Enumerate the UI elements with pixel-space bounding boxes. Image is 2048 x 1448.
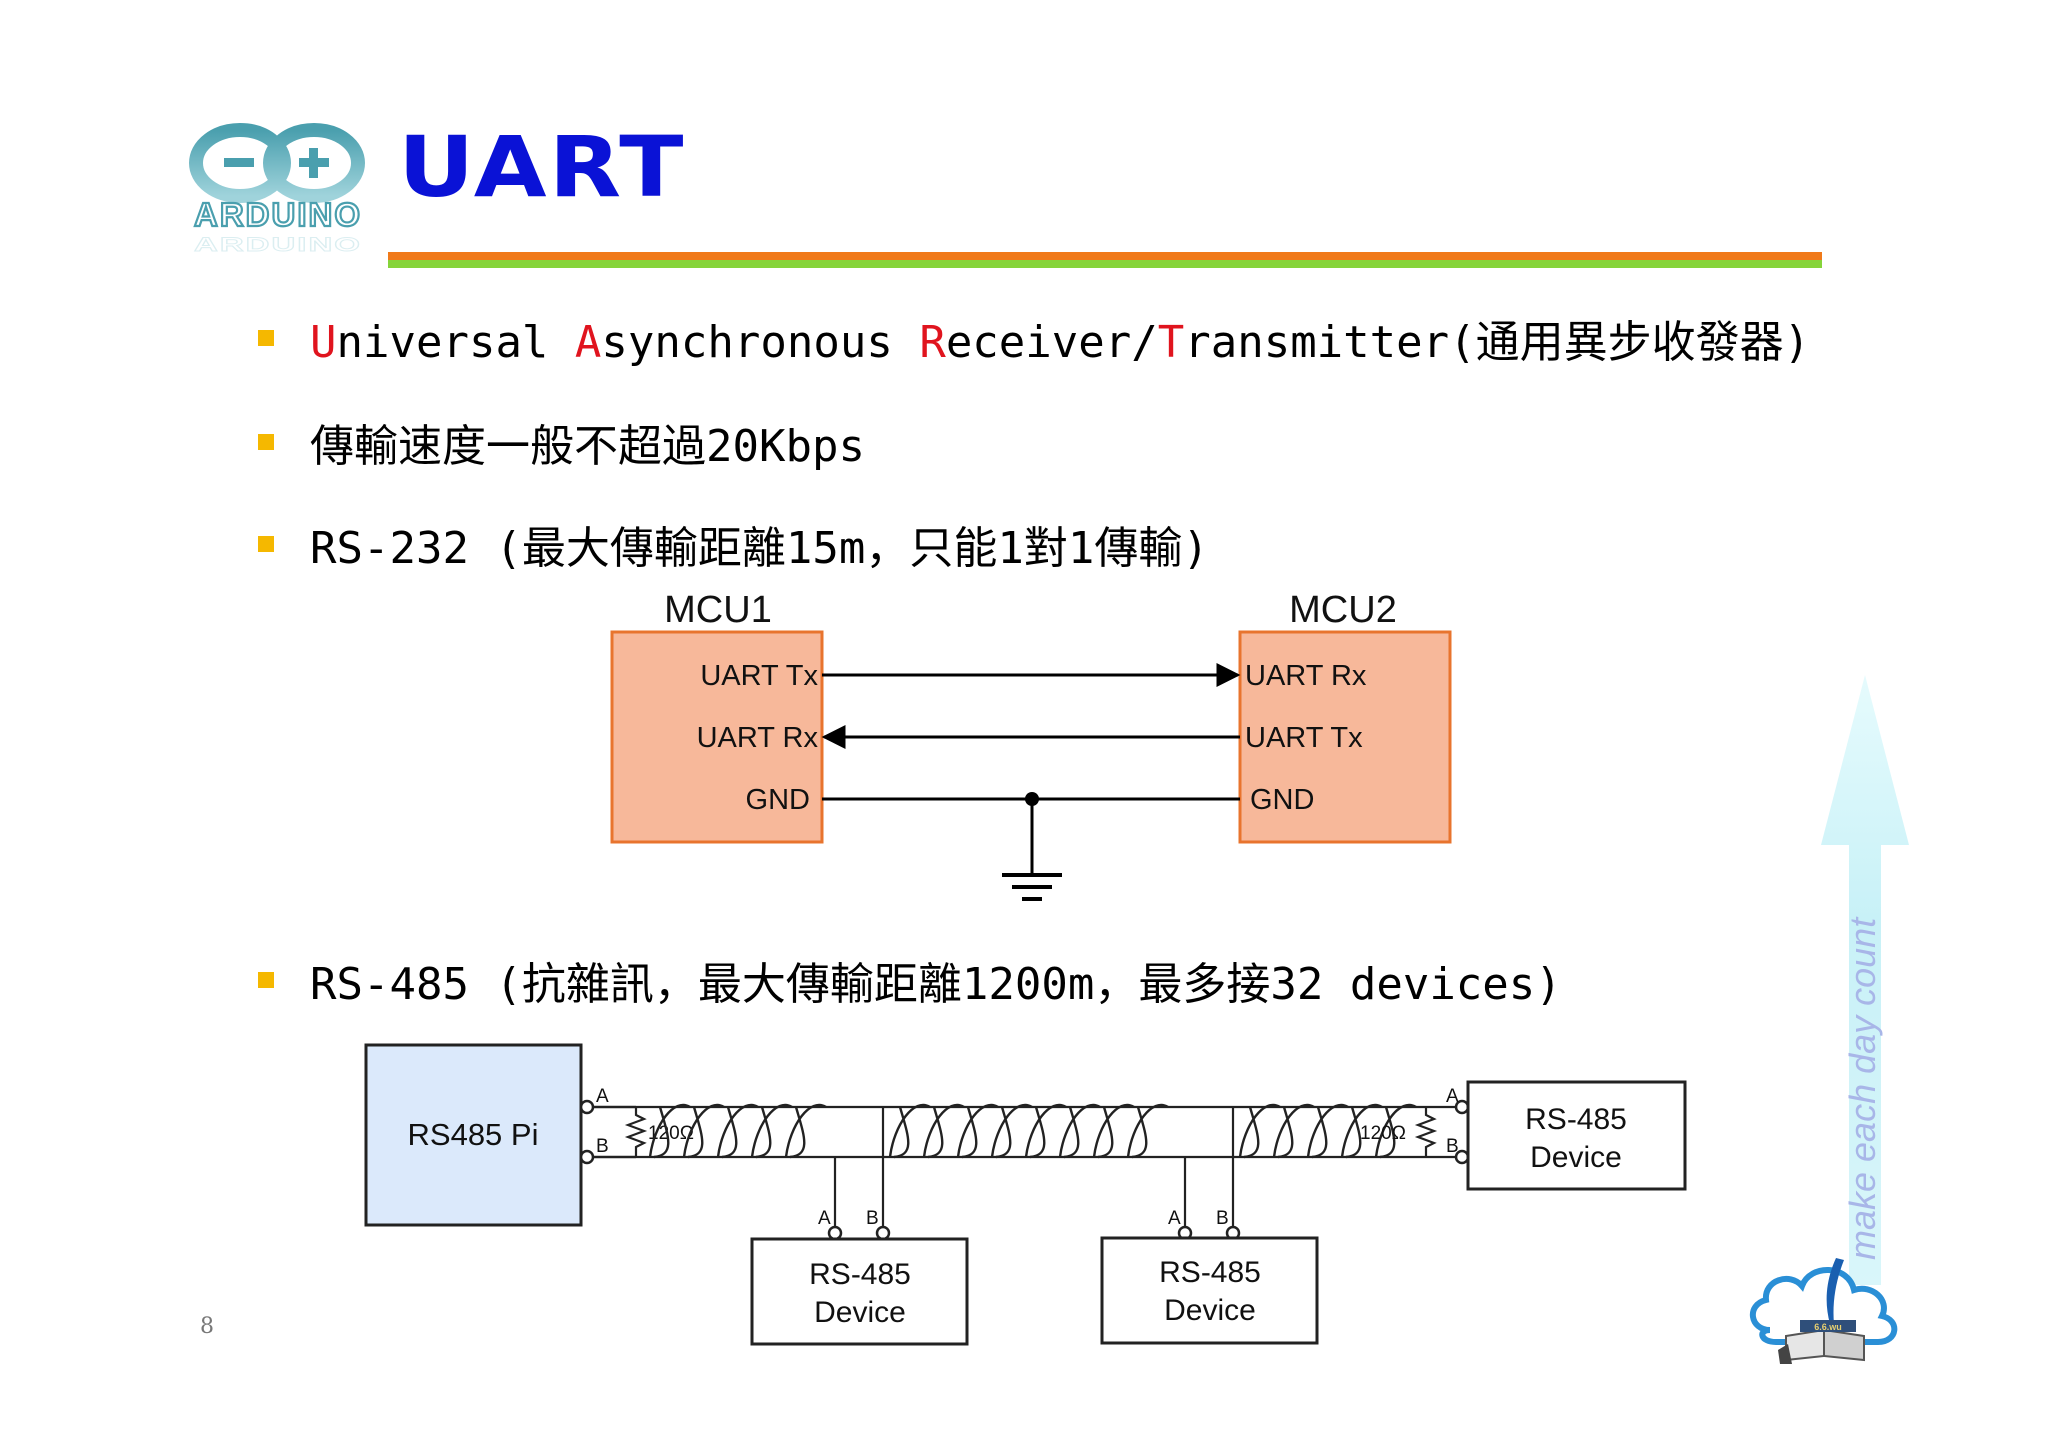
- svg-text:ARDUINO: ARDUINO: [194, 196, 362, 233]
- svg-text:ARDUINO: ARDUINO: [194, 233, 362, 256]
- rs232-diagram: MCU1 MCU2 UART Tx UART Rx GND UART Rx UA…: [610, 589, 1452, 901]
- mcu2-title: MCU2: [1289, 589, 1397, 631]
- acronym-letter: T: [1157, 317, 1185, 368]
- bullet-rs485: RS-485 (抗雜訊，最大傳輸距離1200m，最多接32 devices): [258, 948, 1562, 1012]
- title-rule-orange: [388, 252, 1822, 260]
- bullet-square-icon: [258, 330, 274, 346]
- rs485-pi-label: RS485 Pi: [408, 1117, 539, 1152]
- svg-text:A: A: [596, 1086, 609, 1107]
- termination-resistor-left: [624, 1107, 648, 1157]
- mcu1-pin-gnd: GND: [746, 784, 810, 816]
- svg-text:RS-485: RS-485: [1525, 1103, 1627, 1136]
- mcu1-pin-tx: UART Tx: [700, 660, 818, 692]
- rs485-diagram: RS485 Pi A B 120Ω 120Ω A B RS-485 Device…: [364, 1043, 1687, 1346]
- svg-text:Device: Device: [1530, 1141, 1622, 1174]
- svg-text:A: A: [818, 1208, 831, 1229]
- bullet-text-segment: ransmitter(通用異步收發器): [1184, 317, 1811, 368]
- mcu2-box: [1238, 630, 1452, 844]
- twisted-pair-cable: [648, 1103, 1417, 1159]
- mcu1-title: MCU1: [664, 589, 772, 631]
- bullet-text: Universal Asynchronous Receiver/Transmit…: [310, 306, 1810, 370]
- title-rule-green: [388, 260, 1822, 268]
- acronym-letter: A: [574, 317, 602, 368]
- svg-text:A: A: [1446, 1086, 1459, 1107]
- bullet-text-segment: synchronous: [601, 317, 920, 368]
- mcu1-pin-rx: UART Rx: [697, 722, 819, 754]
- acronym-letter: U: [310, 317, 337, 368]
- make-each-day-count-arrow-icon: make each day count: [1821, 675, 1909, 1285]
- bullet-text-segment: 傳輸速度一般不超過20Kbps: [310, 421, 865, 472]
- bullet-rs232: RS-232 (最大傳輸距離15m，只能1對1傳輸): [258, 512, 1209, 576]
- rs485-pi-box: [364, 1043, 583, 1227]
- arduino-logo-icon: ARDUINO ARDUINO: [189, 123, 365, 256]
- rs485-device-1: [750, 1237, 969, 1346]
- mcu2-pin-rx: UART Rx: [1245, 660, 1367, 692]
- bullet-speed: 傳輸速度一般不超過20Kbps: [258, 410, 865, 474]
- svg-text:make each day count: make each day count: [1842, 916, 1883, 1260]
- termination-resistor-right: [1414, 1107, 1438, 1157]
- svg-text:B: B: [866, 1208, 879, 1229]
- svg-text:Device: Device: [1164, 1294, 1256, 1327]
- mcu2-pin-gnd: GND: [1250, 784, 1314, 816]
- bullet-square-icon: [258, 434, 274, 450]
- bullet-text-segment: niversal: [336, 317, 575, 368]
- acronym-letter: R: [919, 317, 946, 368]
- bullet-text-segment: eceiver/: [945, 317, 1158, 368]
- mcu2-pin-tx: UART Tx: [1245, 722, 1363, 754]
- svg-text:RS-485: RS-485: [809, 1258, 911, 1291]
- bullet-square-icon: [258, 972, 274, 988]
- bullet-text-segment: RS-232 (最大傳輸距離15m，只能1對1傳輸): [310, 523, 1209, 574]
- bullet-text: 傳輸速度一般不超過20Kbps: [310, 410, 865, 474]
- bullet-text-segment: RS-485 (抗雜訊，最大傳輸距離1200m，最多接32 devices): [310, 959, 1562, 1010]
- svg-text:B: B: [1216, 1208, 1229, 1229]
- ground-icon: [1002, 873, 1062, 901]
- svg-text:Device: Device: [814, 1296, 906, 1329]
- bullet-text: RS-485 (抗雜訊，最大傳輸距離1200m，最多接32 devices): [310, 948, 1562, 1012]
- svg-text:B: B: [596, 1136, 609, 1157]
- rs485-device-2: [1100, 1236, 1319, 1345]
- bullet-text: RS-232 (最大傳輸距離15m，只能1對1傳輸): [310, 512, 1209, 576]
- cloud-book-logo-icon: 6.6.wu: [1749, 1258, 1898, 1364]
- svg-text:120Ω: 120Ω: [1360, 1123, 1406, 1144]
- svg-text:RS-485: RS-485: [1159, 1256, 1261, 1289]
- bullet-square-icon: [258, 536, 274, 552]
- svg-text:120Ω: 120Ω: [648, 1123, 694, 1144]
- slide-title: UART: [398, 118, 686, 216]
- svg-text:B: B: [1446, 1136, 1459, 1157]
- page-number: 8: [200, 1314, 214, 1339]
- bullet-uart-definition: Universal Asynchronous Receiver/Transmit…: [258, 306, 1810, 370]
- mcu1-box: [610, 630, 824, 844]
- rs485-device-right: [1466, 1080, 1687, 1191]
- svg-text:6.6.wu: 6.6.wu: [1814, 1322, 1842, 1332]
- svg-text:A: A: [1168, 1208, 1181, 1229]
